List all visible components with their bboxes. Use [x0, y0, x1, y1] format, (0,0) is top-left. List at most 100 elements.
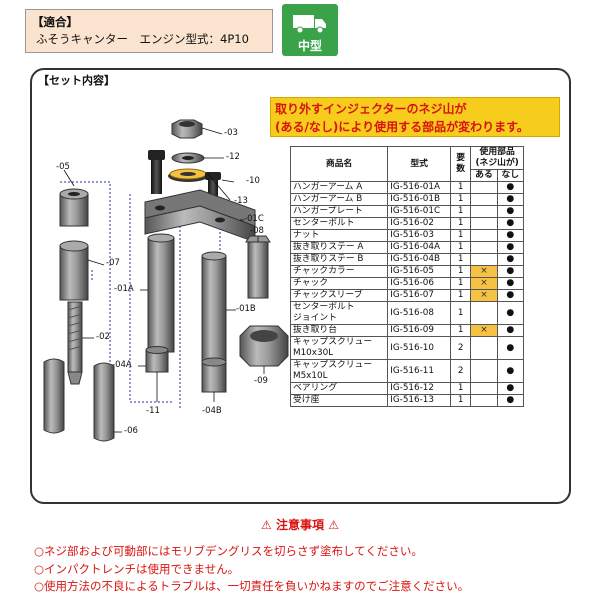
caution-item: ○インパクトレンチは使用できません。	[34, 561, 240, 576]
callout-04b: -04B	[202, 406, 222, 416]
cell-code: IG-516-05	[387, 265, 452, 278]
callout-07: -07	[106, 258, 120, 268]
cell-without-thread: ●	[496, 394, 525, 407]
cell-name: センターボルト	[289, 217, 389, 230]
cell-name: キャップスクリュー M5x10L	[289, 359, 389, 383]
cell-name: チャックスリーブ	[289, 289, 389, 302]
cell-name: センターボルト ジョイント	[289, 301, 389, 325]
cell-with-thread: ×	[470, 277, 498, 290]
cell-code: IG-516-02	[387, 217, 452, 230]
cell-name: 抜き取り台	[289, 324, 389, 337]
cell-qty: 1	[450, 217, 472, 230]
cell-code: IG-516-01B	[387, 193, 452, 206]
set-contents-title: 【セット内容】	[38, 74, 115, 87]
cell-qty: 2	[450, 336, 472, 360]
header-without-thread: なし	[496, 169, 525, 182]
cell-name: 抜き取りステー B	[289, 253, 389, 266]
cell-with-thread: ×	[470, 324, 498, 337]
cell-qty: 1	[450, 265, 472, 278]
cell-without-thread: ●	[496, 382, 525, 395]
caution-title-text: 注意事項	[275, 518, 324, 532]
cell-with-thread	[470, 336, 498, 360]
warning-line-1: 取り外すインジェクターのネジ山が	[275, 102, 467, 116]
caution-list: ○ネジ部および可動部にはモリブデングリスを切らさず塗布してください。 ○インパク…	[34, 543, 469, 596]
warning-icon: ⚠	[328, 518, 339, 532]
cell-with-thread	[470, 217, 498, 230]
cell-code: IG-516-08	[387, 301, 452, 325]
cell-without-thread: ●	[496, 193, 525, 206]
cell-qty: 1	[450, 229, 472, 242]
header-use-sub: (ネジ山が)	[475, 158, 519, 168]
header-use: 使用部品 (ネジ山が)	[470, 146, 524, 170]
cell-code: IG-516-10	[387, 336, 452, 360]
callout-01b: -01B	[236, 304, 256, 314]
header-qty: 要数	[450, 146, 472, 182]
cell-qty: 1	[450, 205, 472, 218]
cell-qty: 1	[450, 301, 472, 325]
cell-without-thread: ●	[496, 205, 525, 218]
cell-with-thread	[470, 229, 498, 242]
cell-with-thread	[470, 241, 498, 254]
cell-without-thread: ●	[496, 229, 525, 242]
callout-11: -11	[146, 406, 160, 416]
cell-qty: 1	[450, 241, 472, 254]
truck-size-label: 中型	[297, 39, 322, 53]
caution-title: ⚠ 注意事項 ⚠	[0, 516, 600, 533]
warning-line-2: (ある/なし)により使用する部品が変わります。	[275, 120, 529, 134]
callout-04a: -04A	[112, 360, 132, 370]
cell-code: IG-516-13	[387, 394, 452, 407]
set-contents-panel	[30, 68, 571, 504]
cell-without-thread: ●	[496, 336, 525, 360]
cell-code: IG-516-11	[387, 359, 452, 383]
callout-10: -10	[246, 176, 260, 186]
cell-code: IG-516-06	[387, 277, 452, 290]
cell-qty: 1	[450, 289, 472, 302]
callout-08: -08	[250, 226, 264, 236]
caution-item: ○ネジ部および可動部にはモリブデングリスを切らさず塗布してください。	[34, 544, 423, 558]
cell-without-thread: ●	[496, 289, 525, 302]
compatibility-line: ふそうキャンター エンジン型式：4P10	[36, 32, 249, 46]
callout-03: -03	[224, 128, 238, 138]
cell-without-thread: ●	[496, 265, 525, 278]
callout-02: -02	[96, 332, 110, 342]
header-use-label: 使用部品	[479, 147, 515, 157]
thread-warning-banner: 取り外すインジェクターのネジ山が (ある/なし)により使用する部品が変わります。	[270, 97, 560, 137]
cell-with-thread	[470, 359, 498, 383]
cell-without-thread: ●	[496, 253, 525, 266]
cell-name: 抜き取りステー A	[289, 241, 389, 254]
cell-without-thread: ●	[496, 217, 525, 230]
cell-name: ハンガープレート	[289, 205, 389, 218]
cell-name: ハンガーアーム B	[289, 193, 389, 206]
cell-name: キャップスクリュー M10x30L	[289, 336, 389, 360]
cell-qty: 1	[450, 277, 472, 290]
cell-with-thread: ×	[470, 265, 498, 278]
callout-09: -09	[254, 376, 268, 386]
cell-name: 受け座	[289, 394, 389, 407]
header-code: 型式	[387, 146, 452, 182]
cell-qty: 1	[450, 382, 472, 395]
callout-01c: -01C	[244, 214, 264, 224]
cell-with-thread	[470, 205, 498, 218]
cell-qty: 1	[450, 394, 472, 407]
header-name: 商品名	[289, 146, 389, 182]
cell-code: IG-516-01A	[387, 181, 452, 194]
cell-with-thread	[470, 382, 498, 395]
cell-without-thread: ●	[496, 241, 525, 254]
compatibility-heading: 【適合】	[32, 15, 78, 29]
callout-01a: -01A	[114, 284, 134, 294]
cell-name: ハンガーアーム A	[289, 181, 389, 194]
cell-without-thread: ●	[496, 181, 525, 194]
cell-with-thread	[470, 181, 498, 194]
cell-qty: 1	[450, 193, 472, 206]
